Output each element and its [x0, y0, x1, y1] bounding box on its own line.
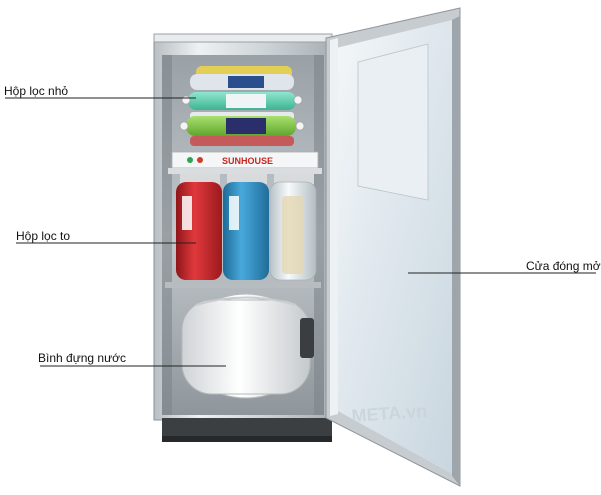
label-large-filter: Hộp lọc to	[16, 229, 71, 243]
cabinet-door: META.vn	[325, 7, 461, 487]
small-filter-cartridges	[179, 66, 305, 146]
large-filter-housings	[176, 174, 317, 281]
callout-lines	[5, 97, 596, 367]
label-small-filter: Hộp lọc nhỏ	[4, 84, 69, 98]
brand-panel-text: SUNHOUSE	[222, 156, 273, 166]
label-door: Cửa đóng mở	[526, 259, 601, 273]
label-water-tank: Bình đựng nước	[38, 351, 126, 365]
control-panel: SUNHOUSE	[168, 151, 322, 174]
water-storage-tank	[181, 293, 314, 399]
